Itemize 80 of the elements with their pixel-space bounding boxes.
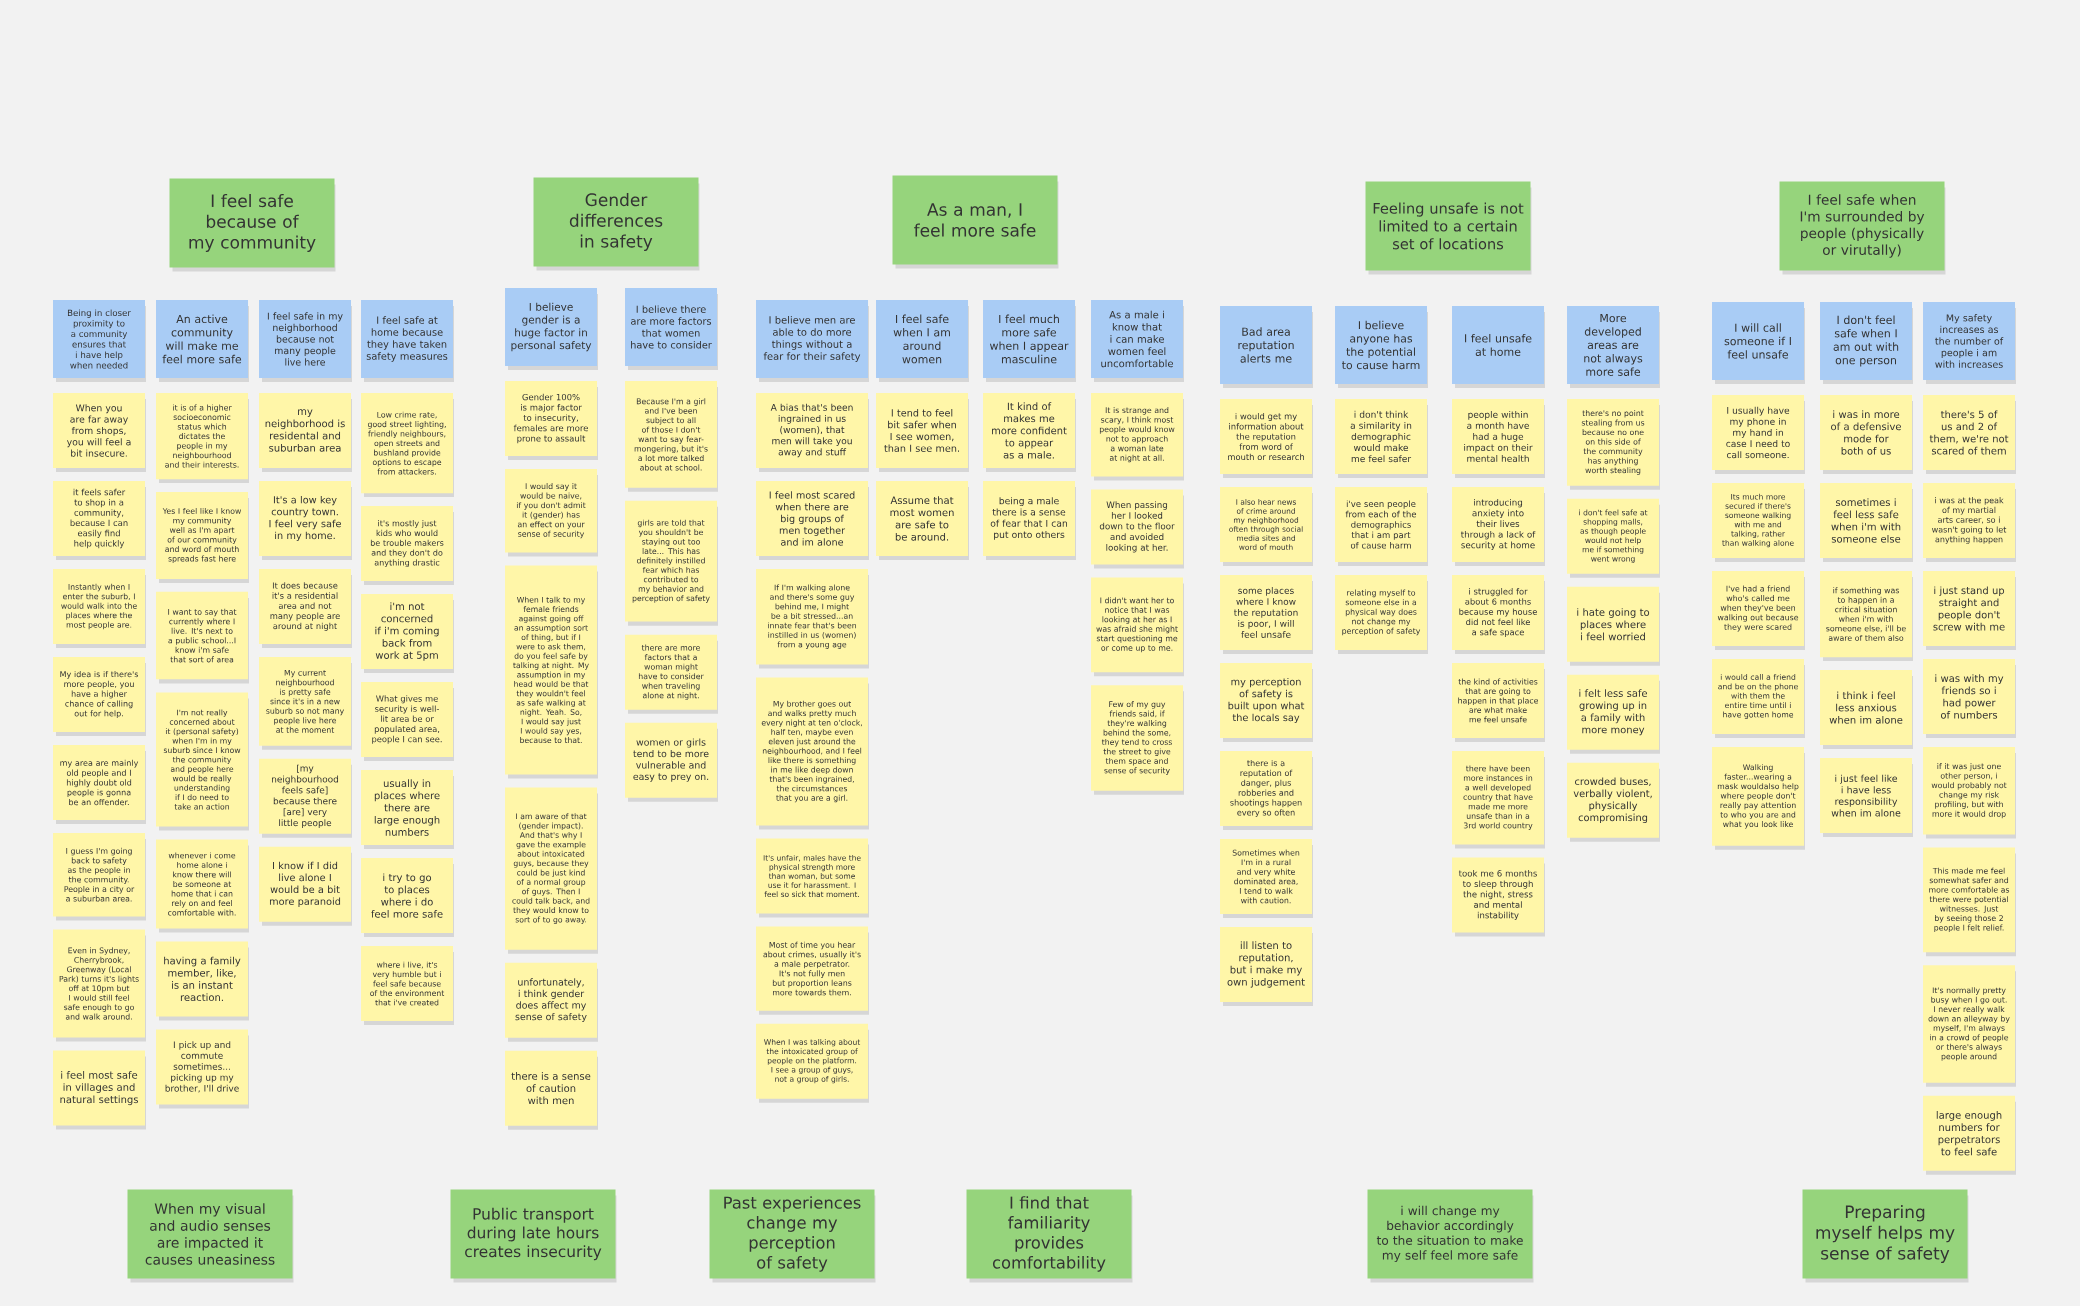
sticky-note: i would get my information about the reputation from word of mouth or research: [1220, 399, 1313, 478]
cluster-note: I will call someone if I feel unsafe: [1712, 302, 1805, 384]
sticky-note: i was in more of a defensive mode for both of us: [1820, 395, 1913, 474]
sticky-note: I pick up and commute sometimes... picking up my brother, I'll drive: [156, 1029, 249, 1109]
cluster-note: I believe men are able to do more things without a fear for their safety: [756, 300, 869, 382]
sticky-note: i feel most safe in villages and natural settings: [53, 1050, 146, 1130]
sticky-note: took me 6 months to sleep through the night, stress and mental instability: [1452, 857, 1545, 937]
theme-note: Past experiences change my perception of safety: [709, 1189, 876, 1283]
cluster-note: Being in closer proximity to a community ensures that i have help when needed: [53, 300, 146, 382]
cluster-note: I feel much more safe when I appear masculine: [983, 300, 1076, 382]
sticky-note: it feels safer to shop in a community, because I can easily find help quickly: [53, 481, 146, 560]
sticky-note: i felt less safe growing up in a family with more money: [1567, 674, 1660, 754]
sticky-note: there is a reputation of danger, plus robberies and shootings happen every so often: [1220, 751, 1313, 830]
sticky-note: it's mostly just kids who would be trouble makers and they don't do anything drastic: [361, 506, 454, 586]
sticky-note: some places where I know the reputation is poor, I will feel unsafe: [1220, 575, 1313, 654]
sticky-note: i try to go to places where i do feel more safe: [361, 858, 454, 938]
sticky-note: my area are mainly old people and I highly doubt old people is gonna be an offender.: [53, 745, 146, 824]
sticky-note: When you are far away from shops, you will feel a bit insecure.: [53, 393, 146, 472]
sticky-note: my perception of safety is built upon what the locals say: [1220, 663, 1313, 742]
sticky-note: A bias that's been ingrained in us (women), that men will take you away and stuff: [756, 393, 869, 472]
theme-note: Public transport during late hours creates insecurity: [450, 1189, 617, 1283]
sticky-note: I usually have my phone in my hand in case I need to call someone.: [1712, 395, 1805, 474]
sticky-note: Gender 100% is major factor to insecurity, females are more prone to assault: [505, 381, 598, 460]
theme-note: Feeling unsafe is not limited to a certain set of locations: [1365, 181, 1532, 275]
sticky-note: i'm not concerned if i'm coming back from work at 5pm: [361, 594, 454, 674]
sticky-note: It's a low key country town. I feel very safe in my home.: [259, 481, 352, 560]
cluster-note: As a male i know that i can make women feel uncomfortable: [1091, 300, 1184, 382]
sticky-note: I know if I did live alone I would be a bit more paranoid: [259, 846, 352, 926]
sticky-note: i was with my friends so i had power of numbers: [1923, 659, 2016, 738]
sticky-note: there's 5 of us and 2 of them, we're not scared of them: [1923, 395, 2016, 474]
sticky-note: What gives me security is well-lit area be or populated area, people I can see.: [361, 682, 454, 762]
cluster-note: My safety increases as the number of people i am with increases: [1923, 302, 2016, 384]
sticky-note: [my neighbourhood feels safe] because there [are] very little people: [259, 758, 352, 838]
sticky-note: I feel most scared when there are big groups of men together and im alone: [756, 481, 869, 560]
sticky-note: usually in places where there are large enough numbers: [361, 770, 454, 850]
cluster-note: I believe anyone has the potential to cause harm: [1335, 306, 1428, 388]
sticky-note: people within a month have had a huge impact on their mental health: [1452, 399, 1545, 478]
sticky-note: my neighborhood is residental and suburban area: [259, 393, 352, 472]
sticky-note: i've seen people from each of the demographics that i am part of cause harm: [1335, 487, 1428, 566]
sticky-note: It kind of makes me more confident to appear as a male.: [983, 393, 1076, 472]
sticky-note: It does because it's a residential area and not many people are around at night: [259, 569, 352, 648]
sticky-note: women or girls tend to be more vulnerable and easy to prey on.: [625, 722, 718, 802]
theme-note: I feel safe when I'm surrounded by people (physically or virutally): [1779, 181, 1946, 275]
theme-note: Preparing myself helps my sense of safety: [1802, 1189, 1969, 1283]
sticky-note: i was at the peak of my martial arts career, so i wasn't going to let anything happen: [1923, 483, 2016, 562]
theme-note: When my visual and audio senses are impacted it causes uneasiness: [127, 1189, 294, 1283]
sticky-note: unfortunately, i think gender does affect my sense of safety: [505, 962, 598, 1042]
sticky-note: i just feel like i have less responsibility when im alone: [1820, 758, 1913, 838]
cluster-note: An active community will make me feel more safe: [156, 300, 249, 382]
cluster-note: I don't feel safe when I am out with one person: [1820, 302, 1913, 384]
theme-note: I find that familiarity provides comfortability: [966, 1189, 1133, 1283]
cluster-note: I feel safe when I am around women: [876, 300, 969, 382]
cluster-note: I believe gender is a huge factor in personal safety: [505, 288, 598, 370]
theme-note: i will change my behavior accordingly to the situation to make my self feel more safe: [1367, 1189, 1534, 1283]
sticky-note: i don't think a similarity in demographic would make me feel safer: [1335, 399, 1428, 478]
sticky-note: i think i feel less anxious when im alone: [1820, 670, 1913, 750]
sticky-note: i hate going to places where i feel worried: [1567, 586, 1660, 666]
sticky-note: having a family member, like, is an instant reaction.: [156, 941, 249, 1021]
sticky-note: ill listen to reputation, but i make my own judgement: [1220, 927, 1313, 1006]
theme-note: As a man, I feel more safe: [892, 175, 1059, 269]
cluster-note: I feel safe at home because they have taken safety measures: [361, 300, 454, 382]
sticky-note: i just stand up straight and people don't screw with me: [1923, 571, 2016, 650]
sticky-note: i struggled for about 6 months because my house did not feel like a safe space: [1452, 575, 1545, 654]
cluster-note: I believe there are more factors that women have to consider: [625, 288, 718, 370]
cluster-note: Bad area reputation alerts me: [1220, 306, 1313, 388]
sticky-note: Assume that most women are safe to be around.: [876, 481, 969, 560]
sticky-note: there is a sense of caution with men: [505, 1050, 598, 1130]
sticky-note: My idea is if there's more people, you have a higher chance of calling out for help.: [53, 657, 146, 736]
sticky-note: sometimes i feel less safe when i'm with someone else: [1820, 483, 1913, 562]
cluster-note: More developed areas are not always more safe: [1567, 306, 1660, 388]
sticky-note: being a male there is a sense of fear that I can put onto others: [983, 481, 1076, 560]
sticky-note: large enough numbers for perpetrators to feel safe: [1923, 1095, 2016, 1175]
cluster-note: I feel unsafe at home: [1452, 306, 1545, 388]
sticky-note: When passing her I looked down to the floor and avoided looking at her.: [1091, 489, 1184, 569]
theme-note: Gender differences in safety: [533, 177, 700, 271]
sticky-note: I tend to feel bit safer when I see women, than I see men.: [876, 393, 969, 472]
sticky-note: introducing anxiety into their lives through a lack of security at home: [1452, 487, 1545, 566]
theme-note: I feel safe because of my community: [169, 178, 336, 272]
cluster-note: I feel safe in my neighborhood because not many people live here: [259, 300, 352, 382]
sticky-note: crowded buses, verbally violent, physically compromising: [1567, 762, 1660, 842]
